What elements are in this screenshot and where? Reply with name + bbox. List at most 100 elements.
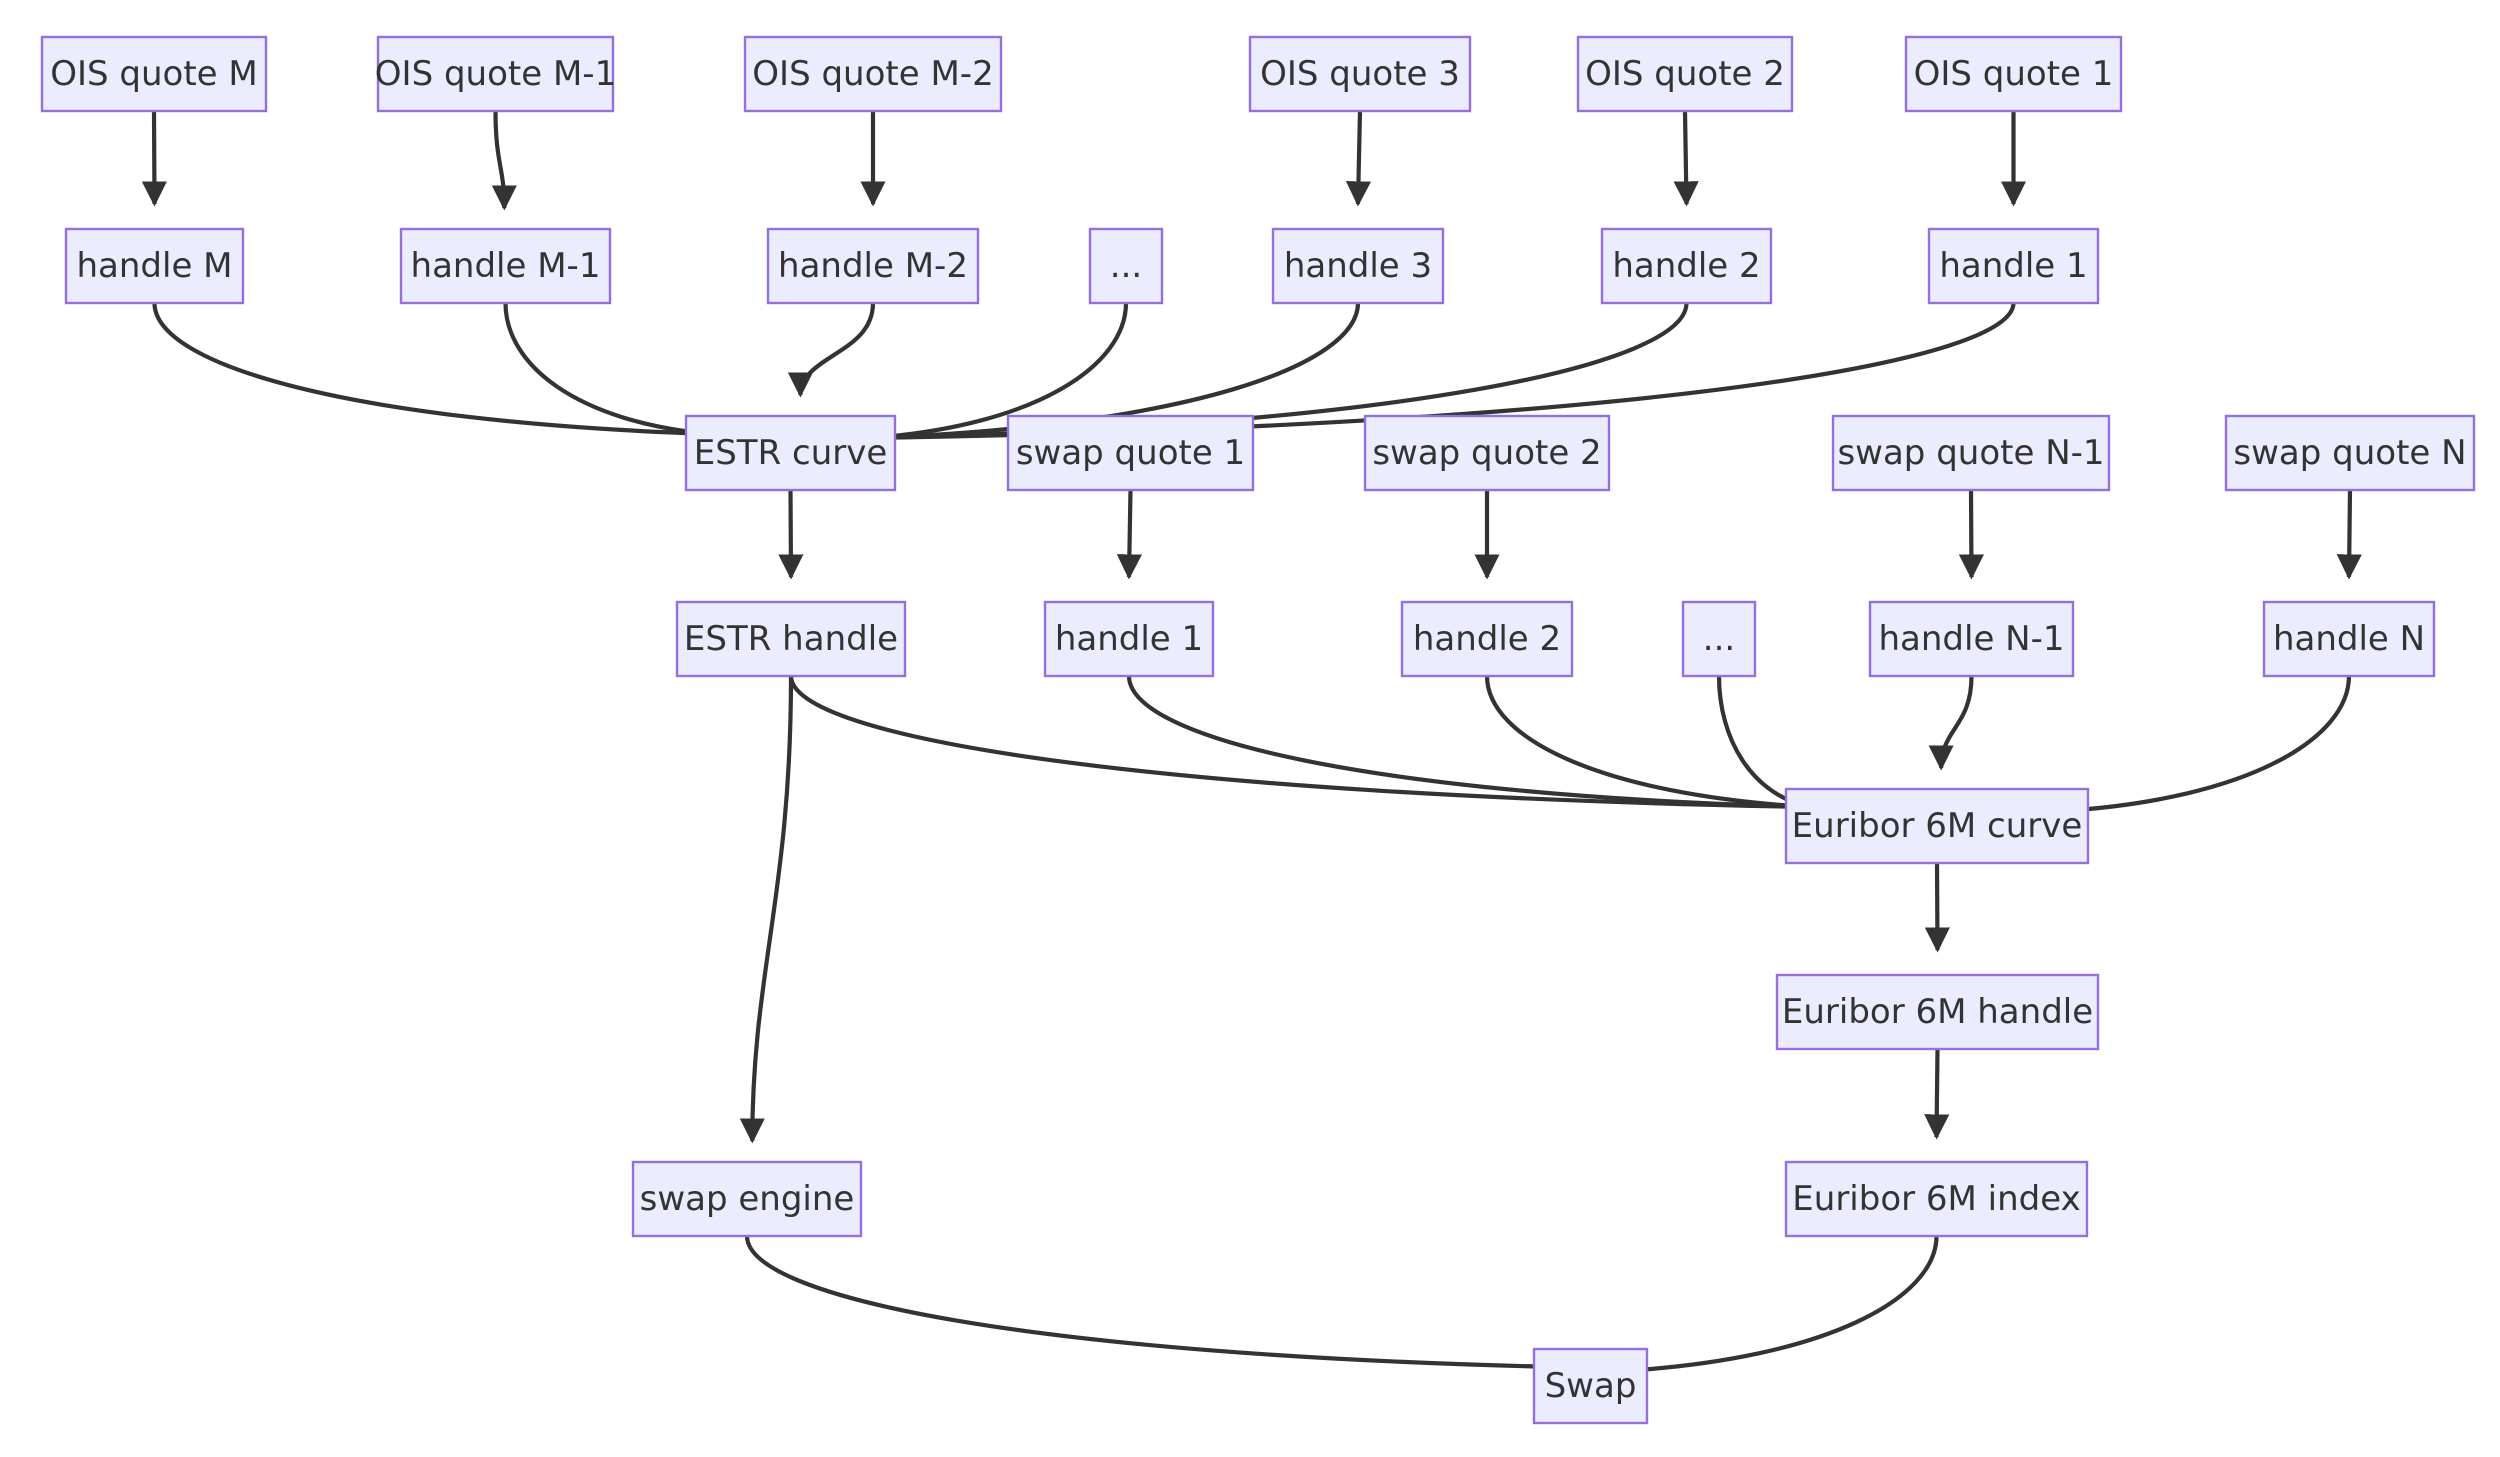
node-label: Euribor 6M handle [1782, 992, 2093, 1032]
node-label: Euribor 6M curve [1792, 806, 2083, 846]
node-label: OIS quote 2 [1585, 54, 1785, 94]
edge-estr-handle-to-eur-curve [788, 675, 1814, 820]
node-label: handle M-1 [411, 246, 601, 286]
node-label: handle 2 [1413, 619, 1561, 659]
node-box [1043, 600, 1215, 678]
nodes-layer: OIS quote M OIS quote M-1 OIS quote M-2 OIS… [40, 35, 2476, 1425]
node-eur-curve: Euribor 6M curve [1784, 787, 2090, 865]
node-box [2262, 600, 2436, 678]
node-label: swap engine [640, 1179, 855, 1219]
edge-estr-curve-to-estr-handle [778, 489, 804, 580]
edge-swap-engine-to-swap [744, 1235, 1562, 1380]
node-label: handle 1 [1939, 246, 2087, 286]
node-box [40, 35, 268, 113]
node-label: swap quote 2 [1372, 433, 1601, 473]
node-box [675, 600, 907, 678]
node-ois-1: OIS quote 1 [1904, 35, 2123, 113]
node-box [1271, 227, 1445, 305]
node-label: handle M-2 [778, 246, 968, 286]
node-ois-m: OIS quote M [40, 35, 268, 113]
node-label: swap quote N-1 [1837, 433, 2104, 473]
node-label: ... [1110, 246, 1142, 286]
edge-oh-3-to-estr-curve [867, 302, 1361, 450]
node-label: ... [1703, 619, 1735, 659]
edge-oh-m-to-estr-curve [152, 302, 714, 446]
node-label: OIS quote M [50, 54, 258, 94]
node-sq-1: swap quote 1 [1006, 414, 1255, 492]
node-box [1088, 227, 1164, 305]
node-oh-m1: handle M-1 [399, 227, 612, 305]
edge-oh-m2-to-estr-curve [787, 302, 876, 398]
edge-eur-handle-to-eur-index [1924, 1048, 1950, 1140]
edge-sh-dots-to-eur-curve [1716, 675, 1813, 815]
node-oh-m2: handle M-2 [766, 227, 980, 305]
edge-oh-dots-to-estr-curve [867, 302, 1129, 449]
node-label: OIS quote 1 [1914, 54, 2114, 94]
edge-ois-m1-to-oh-m1 [491, 110, 517, 211]
node-box [399, 227, 612, 305]
node-sh-n1: handle N-1 [1868, 600, 2075, 678]
node-oh-m: handle M [64, 227, 245, 305]
node-box [1576, 35, 1794, 113]
node-box [1681, 600, 1757, 678]
node-box [1400, 600, 1574, 678]
node-box [1904, 35, 2123, 113]
node-box [1006, 414, 1255, 492]
node-label: handle N [2273, 619, 2425, 659]
edge-sh-n-to-eur-curve [2060, 675, 2352, 823]
node-label: OIS quote M-1 [375, 54, 616, 94]
node-oh-1: handle 1 [1927, 227, 2100, 305]
node-box [1784, 1160, 2089, 1238]
node-oh-2: handle 2 [1600, 227, 1773, 305]
node-swap: Swap [1532, 1347, 1649, 1425]
node-sh-1: handle 1 [1043, 600, 1215, 678]
node-sq-2: swap quote 2 [1363, 414, 1611, 492]
edge-oh-m1-to-estr-curve [503, 302, 714, 445]
node-label: swap quote N [2233, 433, 2466, 473]
node-label: handle 2 [1612, 246, 1760, 286]
node-box [1784, 787, 2090, 865]
edge-sq-n-to-sh-n [2336, 489, 2362, 580]
node-estr-curve: ESTR curve [684, 414, 897, 492]
node-eur-handle: Euribor 6M handle [1775, 973, 2100, 1051]
node-estr-handle: ESTR handle [675, 600, 907, 678]
node-sh-2: handle 2 [1400, 600, 1574, 678]
node-sh-dots: ... [1681, 600, 1757, 678]
edge-ois-3-to-oh-3 [1345, 110, 1372, 207]
node-box [1248, 35, 1472, 113]
node-box [1600, 227, 1773, 305]
edge-sh-n1-to-eur-curve [1928, 675, 1974, 771]
edge-estr-handle-to-swap-engine [739, 675, 794, 1144]
node-ois-m1: OIS quote M-1 [375, 35, 616, 113]
node-label: OIS quote M-2 [752, 54, 993, 94]
node-label: Swap [1545, 1366, 1637, 1406]
node-oh-dots: ... [1088, 227, 1164, 305]
node-label: handle N-1 [1878, 619, 2064, 659]
edge-ois-m-to-oh-m [141, 110, 167, 207]
node-box [1363, 414, 1611, 492]
node-label: handle 1 [1055, 619, 1203, 659]
node-ois-3: OIS quote 3 [1248, 35, 1472, 113]
node-label: ESTR curve [694, 433, 888, 473]
node-box [64, 227, 245, 305]
node-sq-n1: swap quote N-1 [1831, 414, 2111, 492]
node-sh-n: handle N [2262, 600, 2436, 678]
node-box [766, 227, 980, 305]
node-box [1868, 600, 2075, 678]
node-label: handle 3 [1284, 246, 1432, 286]
edge-sq-1-to-sh-1 [1116, 489, 1142, 580]
node-label: Euribor 6M index [1792, 1179, 2080, 1219]
node-box [376, 35, 615, 113]
edge-sh-1-to-eur-curve [1126, 675, 1814, 819]
edge-ois-2-to-oh-2 [1673, 110, 1699, 207]
node-ois-2: OIS quote 2 [1576, 35, 1794, 113]
node-box [631, 1160, 863, 1238]
node-box [2224, 414, 2476, 492]
node-box [1831, 414, 2111, 492]
edge-eur-curve-to-eur-handle [1924, 862, 1950, 953]
node-label: handle M [76, 246, 232, 286]
node-sq-n: swap quote N [2224, 414, 2476, 492]
node-ois-m2: OIS quote M-2 [743, 35, 1003, 113]
node-box [743, 35, 1003, 113]
